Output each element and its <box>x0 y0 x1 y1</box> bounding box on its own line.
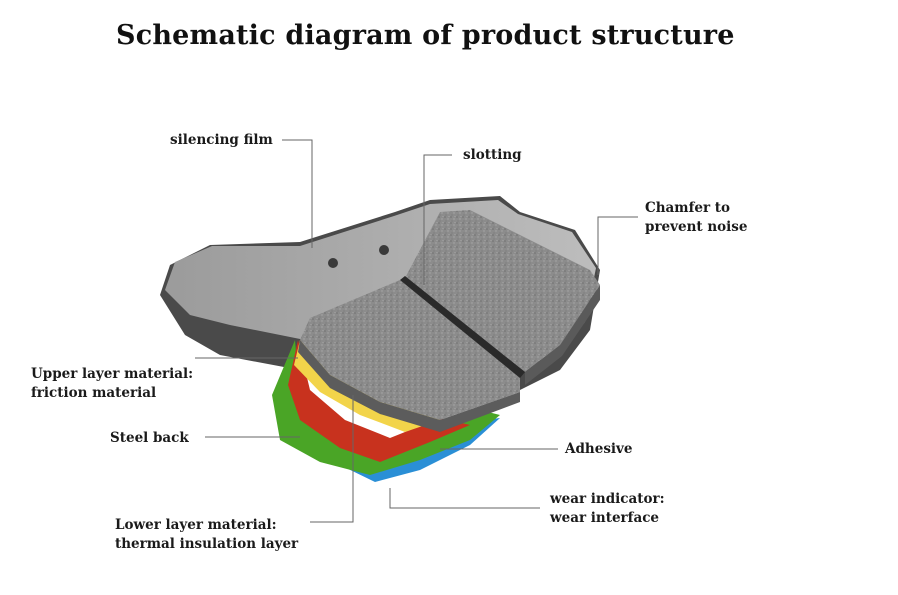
label-upper-layer: Upper layer material: friction material <box>31 365 193 403</box>
label-chamfer-line2: prevent noise <box>645 218 747 237</box>
label-silencing-film: silencing film <box>170 131 273 150</box>
rivet <box>328 258 338 268</box>
label-wear: wear indicator: wear interface <box>550 490 665 528</box>
label-steel-back: Steel back <box>110 429 189 448</box>
label-slotting: slotting <box>463 146 522 165</box>
label-upper-line1: Upper layer material: <box>31 365 193 384</box>
label-lower-line2: thermal insulation layer <box>115 535 298 554</box>
rivet <box>379 245 389 255</box>
leader-wear <box>390 488 540 508</box>
label-lower-layer: Lower layer material: thermal insulation… <box>115 516 298 554</box>
leader-silencing-film <box>282 140 312 248</box>
label-wear-line1: wear indicator: <box>550 490 665 509</box>
label-chamfer: Chamfer to prevent noise <box>645 199 747 237</box>
label-wear-line2: wear interface <box>550 509 665 528</box>
label-lower-line1: Lower layer material: <box>115 516 298 535</box>
label-chamfer-line1: Chamfer to <box>645 199 747 218</box>
label-upper-line2: friction material <box>31 384 193 403</box>
label-adhesive: Adhesive <box>565 440 632 459</box>
leader-chamfer <box>598 217 638 275</box>
